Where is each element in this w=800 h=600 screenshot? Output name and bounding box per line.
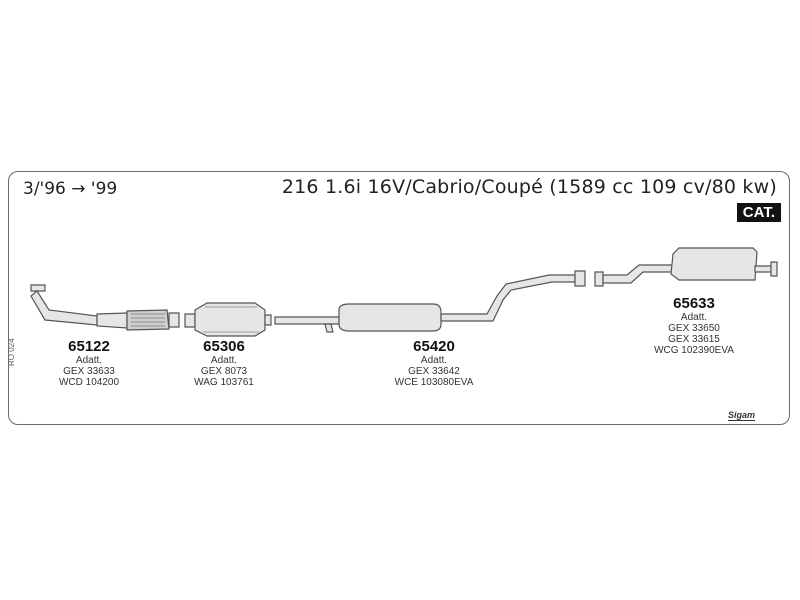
part-ref: WCD 104200 — [58, 377, 120, 388]
part-ref: GEX 8073 — [200, 366, 248, 377]
part-label-65420: 65420 Adatt. GEX 33642 WCE 103080EVA — [384, 338, 484, 388]
part-number: 65420 — [413, 338, 455, 355]
part-ref: Adatt. — [680, 312, 708, 323]
part-ref: GEX 33650 — [668, 323, 720, 334]
part-ref: Adatt. — [420, 355, 448, 366]
part-ref: WAG 103761 — [194, 377, 254, 388]
rear-silencer-65633 — [594, 247, 778, 287]
part-ref: GEX 33642 — [408, 366, 460, 377]
vehicle-model-title: 216 1.6i 16V/Cabrio/Coupé (1589 cc 109 c… — [281, 176, 777, 198]
exhaust-diagram-panel: 3/'96 → '99 216 1.6i 16V/Cabrio/Coupé (1… — [8, 171, 790, 425]
production-date-range: 3/'96 → '99 — [23, 179, 118, 199]
part-label-65122: 65122 Adatt. GEX 33633 WCD 104200 — [49, 338, 129, 388]
part-label-65306: 65306 Adatt. GEX 8073 WAG 103761 — [184, 338, 264, 388]
part-ref: GEX 33615 — [668, 334, 720, 345]
part-ref: WCE 103080EVA — [394, 377, 474, 388]
brand-logo: Sigam — [727, 410, 755, 421]
part-ref: GEX 33633 — [63, 366, 115, 377]
catalytic-converter-65306 — [184, 302, 272, 337]
part-number: 65306 — [203, 338, 245, 355]
front-pipe-65122 — [30, 284, 180, 331]
catalyst-badge: CAT. — [736, 203, 781, 222]
exhaust-system-drawing — [30, 247, 778, 337]
part-number: 65122 — [68, 338, 110, 355]
part-ref: Adatt. — [210, 355, 238, 366]
part-number: 65633 — [673, 295, 715, 312]
part-ref: WCG 102390EVA — [654, 345, 734, 356]
part-ref: Adatt. — [75, 355, 103, 366]
middle-silencer-65420 — [274, 270, 586, 333]
part-label-65633: 65633 Adatt. GEX 33650 GEX 33615 WCG 102… — [639, 295, 749, 356]
catalog-code: RO 024 — [8, 338, 16, 366]
